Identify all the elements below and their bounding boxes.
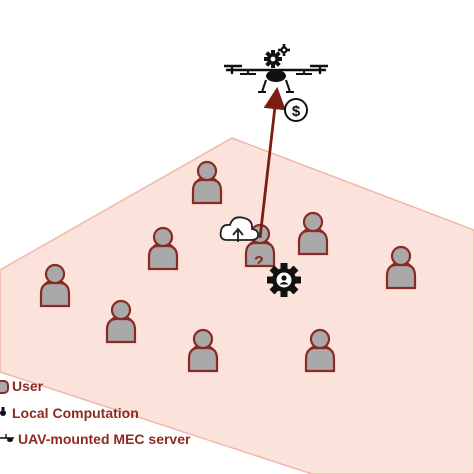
drone-gear-icon — [264, 44, 290, 68]
legend-uav-server: UAV-mounted MEC server — [0, 429, 190, 449]
drone-icon — [224, 64, 328, 93]
user-legend-icon — [0, 380, 9, 394]
gear-legend-icon — [0, 407, 6, 416]
legend-uav-server-label: UAV-mounted MEC server — [18, 431, 191, 447]
legend-local-computation: Local Computation — [0, 403, 139, 423]
payment-symbol: $ — [292, 103, 301, 120]
cloud-upload-icon — [219, 216, 260, 242]
legend-local-computation-label: Local Computation — [12, 405, 139, 421]
legend-user: User — [0, 376, 43, 396]
ground-plane — [0, 137, 474, 474]
drone-legend-icon — [0, 434, 14, 442]
dollar-coin-icon: $ — [284, 98, 308, 122]
offloading-link — [258, 86, 286, 239]
legend-user-label: User — [12, 378, 44, 394]
query-mark: ? — [254, 254, 264, 271]
local-computation-gear-icon — [267, 263, 301, 297]
